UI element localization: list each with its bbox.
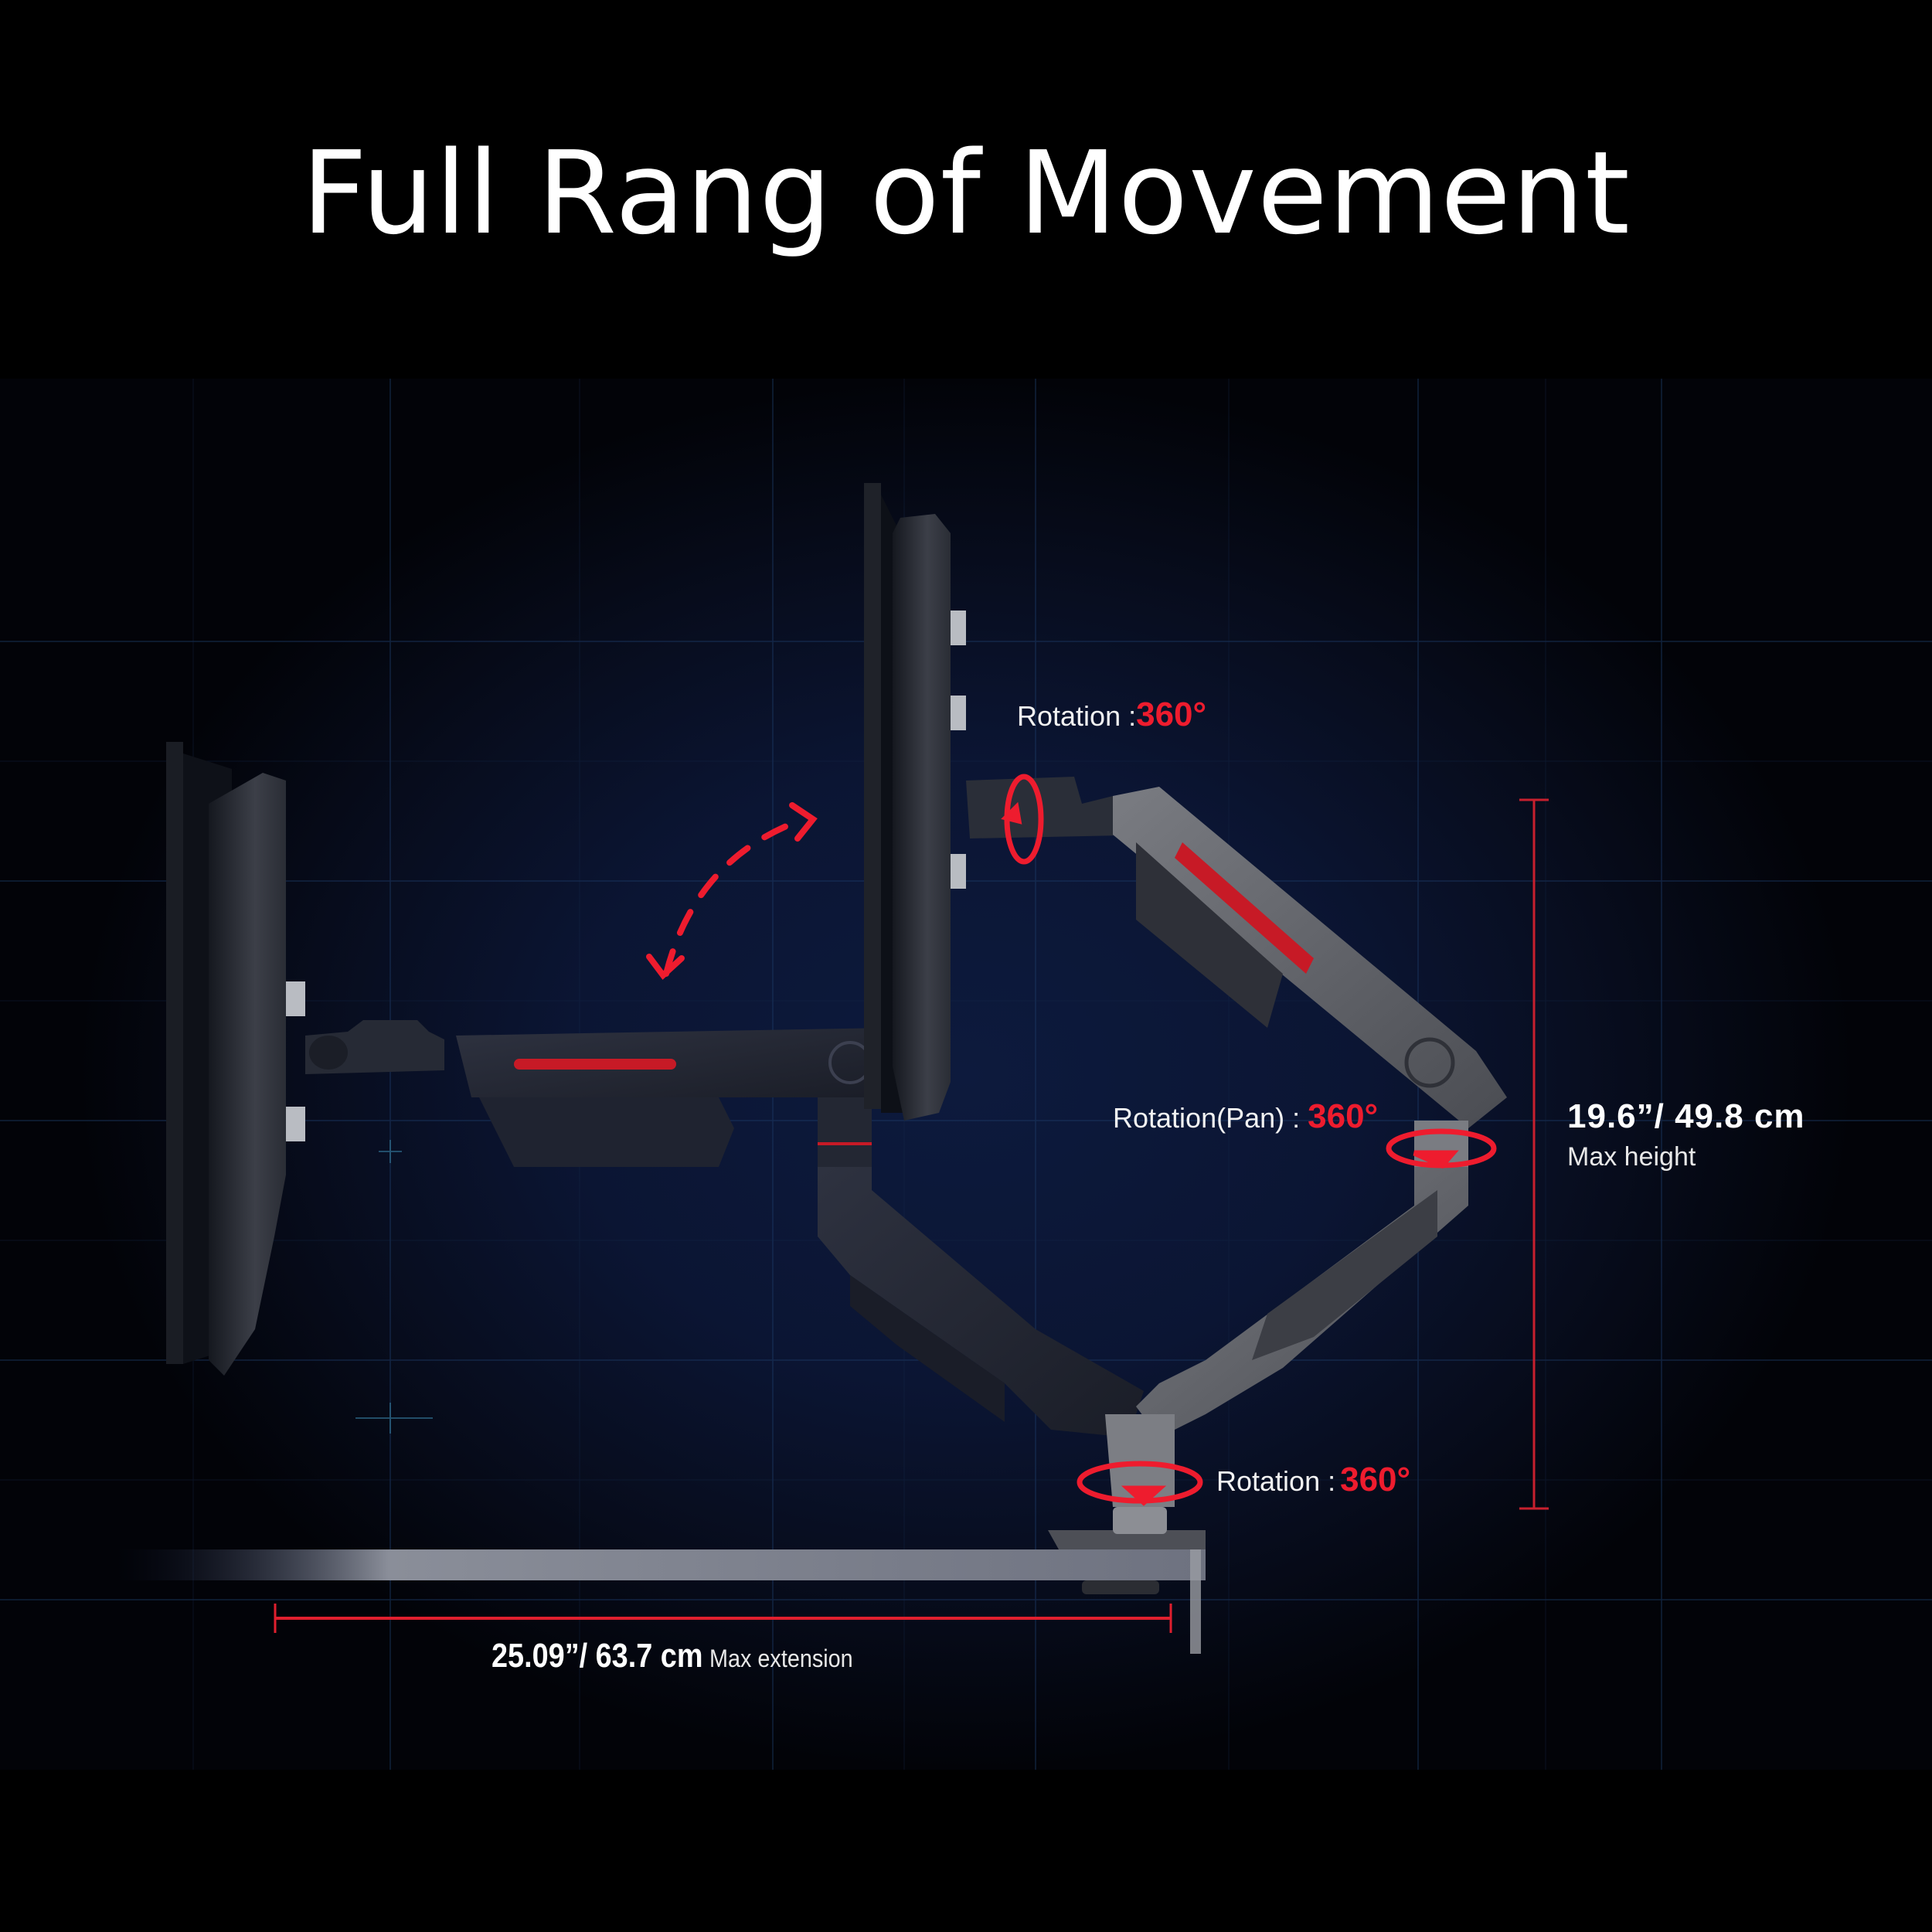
- base-rotation-value: 360°: [1340, 1461, 1411, 1498]
- base-rotation-label: Rotation :360°: [1216, 1461, 1410, 1499]
- monitor-rotation-text: Rotation :: [1017, 700, 1137, 732]
- base-clamp: [1048, 1507, 1206, 1549]
- max-height-callout: 19.6”/ 49.8 cm Max height: [1567, 1097, 1805, 1172]
- max-extension-value: 25.09”/ 63.7 cm: [492, 1637, 703, 1675]
- arm-extended: [305, 1020, 1144, 1437]
- extension-dimension-line: [274, 1604, 1172, 1633]
- rotation-icon-base: [1077, 1461, 1203, 1506]
- monitor-rotation-value: 360°: [1136, 696, 1207, 733]
- monitor-raised: [864, 483, 966, 1121]
- desk: [116, 1538, 1206, 1654]
- pan-rotation-label: Rotation(Pan) :360°: [1113, 1097, 1378, 1136]
- monitor-rotation-label: Rotation :360°: [1017, 696, 1206, 734]
- max-height-value: 19.6”/ 49.8 cm: [1567, 1097, 1805, 1135]
- monitor-extended: [166, 742, 305, 1376]
- rotation-icon-pan: [1386, 1128, 1497, 1169]
- height-dimension-line: [1519, 798, 1549, 1510]
- pan-rotation-text: Rotation(Pan) :: [1113, 1102, 1301, 1134]
- tilt-arrow-icon: [646, 802, 818, 980]
- arm-raised: [966, 777, 1507, 1507]
- pan-rotation-value: 360°: [1308, 1097, 1379, 1135]
- base-rotation-text: Rotation :: [1216, 1465, 1336, 1497]
- rotation-icon-monitor: [1001, 774, 1044, 865]
- max-height-label: Max height: [1567, 1142, 1696, 1172]
- page-title: Full Rang of Movement: [301, 127, 1631, 260]
- max-extension-callout: 25.09”/ 63.7 cm Max extension: [492, 1637, 869, 1675]
- max-extension-label: Max extension: [709, 1645, 854, 1672]
